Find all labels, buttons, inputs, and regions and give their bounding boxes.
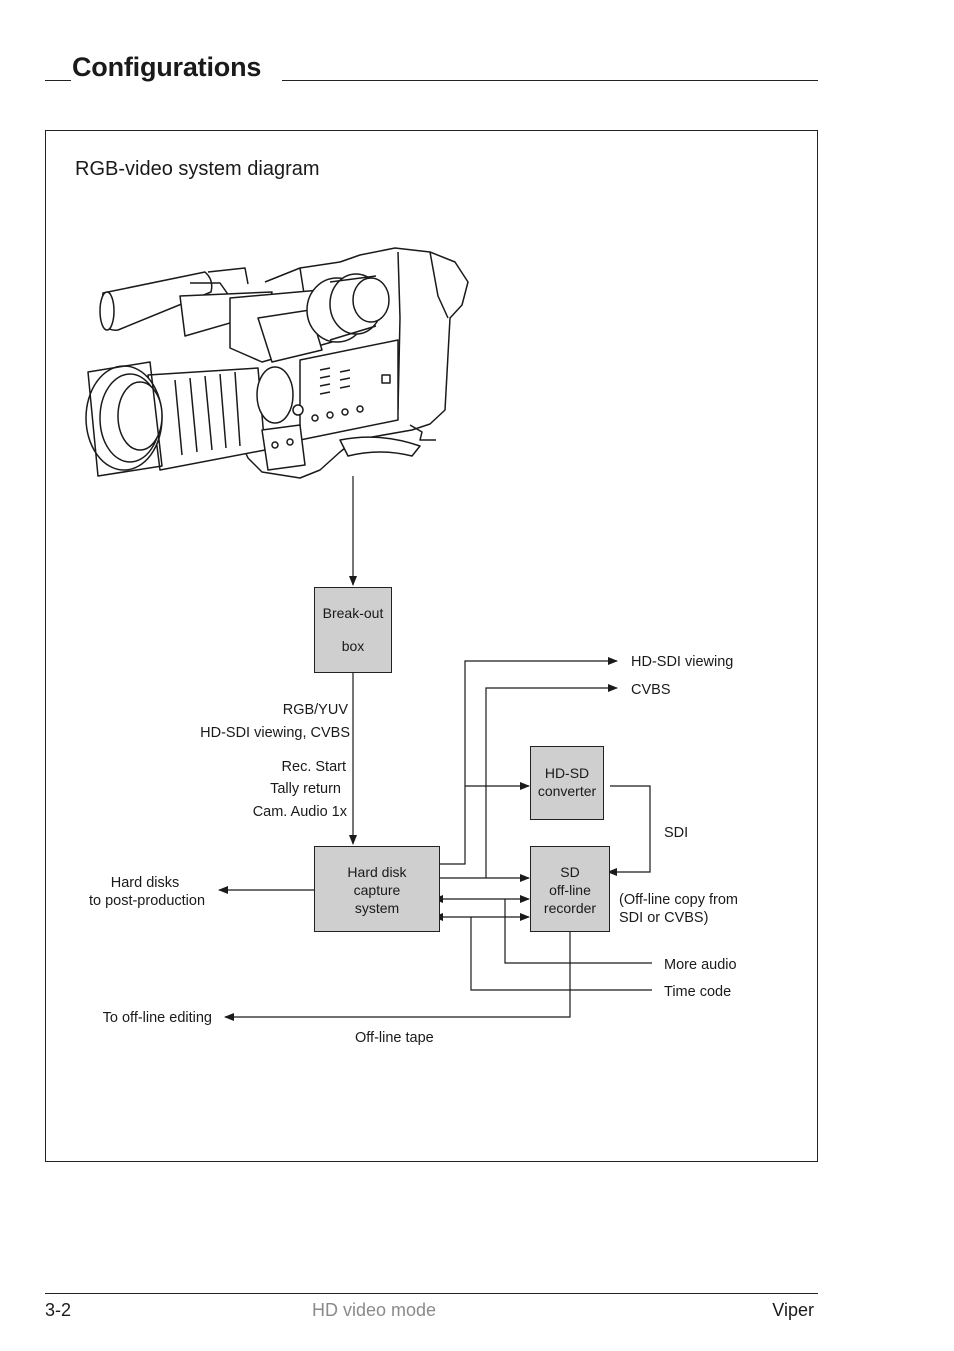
- hard-disks-label-1: Hard disks: [110, 875, 180, 891]
- offline-copy-label-1: (Off-line copy from: [619, 892, 738, 908]
- time-code-line: [470, 917, 652, 991]
- footer-page-number: 3-2: [45, 1300, 72, 1320]
- diagram-title: RGB-video system diagram: [75, 158, 320, 180]
- connection-lines: [218, 476, 652, 1021]
- recorder-label-3: recorder: [543, 900, 597, 916]
- sd-recorder-box: SD off-line recorder: [530, 846, 610, 932]
- heading-rule-right: [282, 80, 818, 81]
- sdi-label: SDI: [664, 825, 689, 841]
- footer-section: HD video mode: [312, 1300, 437, 1320]
- converter-label-2: converter: [537, 783, 597, 799]
- converter-label-1: HD-SD: [544, 765, 590, 781]
- recorder-label-1: SD: [560, 864, 580, 880]
- footer-product: Viper: [772, 1300, 814, 1320]
- cvbs-arrow: [485, 684, 618, 878]
- rec-start-label: Rec. Start: [281, 759, 346, 775]
- tally-return-label: Tally return: [270, 781, 341, 797]
- cvbs-label: CVBS: [631, 682, 671, 698]
- capture-label-1: Hard disk: [347, 864, 407, 880]
- offline-editing-label: To off-line editing: [102, 1010, 212, 1026]
- hard-disks-label-2: to post-production: [88, 893, 206, 909]
- heading-rule-left: [45, 80, 71, 81]
- breakout-label-2: box: [341, 638, 365, 654]
- hd-sd-converter-box: HD-SD converter: [530, 746, 604, 820]
- time-code-label: Time code: [664, 984, 732, 1000]
- more-audio-label: More audio: [664, 957, 737, 973]
- breakout-box: Break-out box: [314, 587, 392, 673]
- footer-rule: [45, 1293, 818, 1294]
- page-heading: Configurations: [72, 52, 262, 82]
- offline-editing-arrow: [224, 932, 571, 1021]
- capture-label-3: system: [354, 900, 400, 916]
- capture-label-2: capture: [353, 882, 401, 898]
- hdsdi-cvbs-label: HD-SDI viewing, CVBS: [200, 725, 350, 741]
- capture-system-box: Hard disk capture system: [314, 846, 440, 932]
- recorder-label-2: off-line: [549, 882, 591, 898]
- offline-tape-label: Off-line tape: [355, 1030, 434, 1046]
- breakout-label-1: Break-out: [322, 605, 384, 621]
- camera-illustration: [85, 247, 469, 479]
- sdi-arrow: [607, 785, 651, 876]
- hdsdi-viewing-label: HD-SDI viewing: [631, 654, 734, 670]
- offline-copy-label-2: SDI or CVBS): [619, 910, 709, 926]
- diagram-frame: [45, 130, 818, 1162]
- hdsdi-viewing-arrow: [440, 657, 618, 865]
- rgb-yuv-label: RGB/YUV: [282, 702, 348, 718]
- cam-audio-label: Cam. Audio 1x: [252, 804, 347, 820]
- more-audio-line: [504, 899, 652, 964]
